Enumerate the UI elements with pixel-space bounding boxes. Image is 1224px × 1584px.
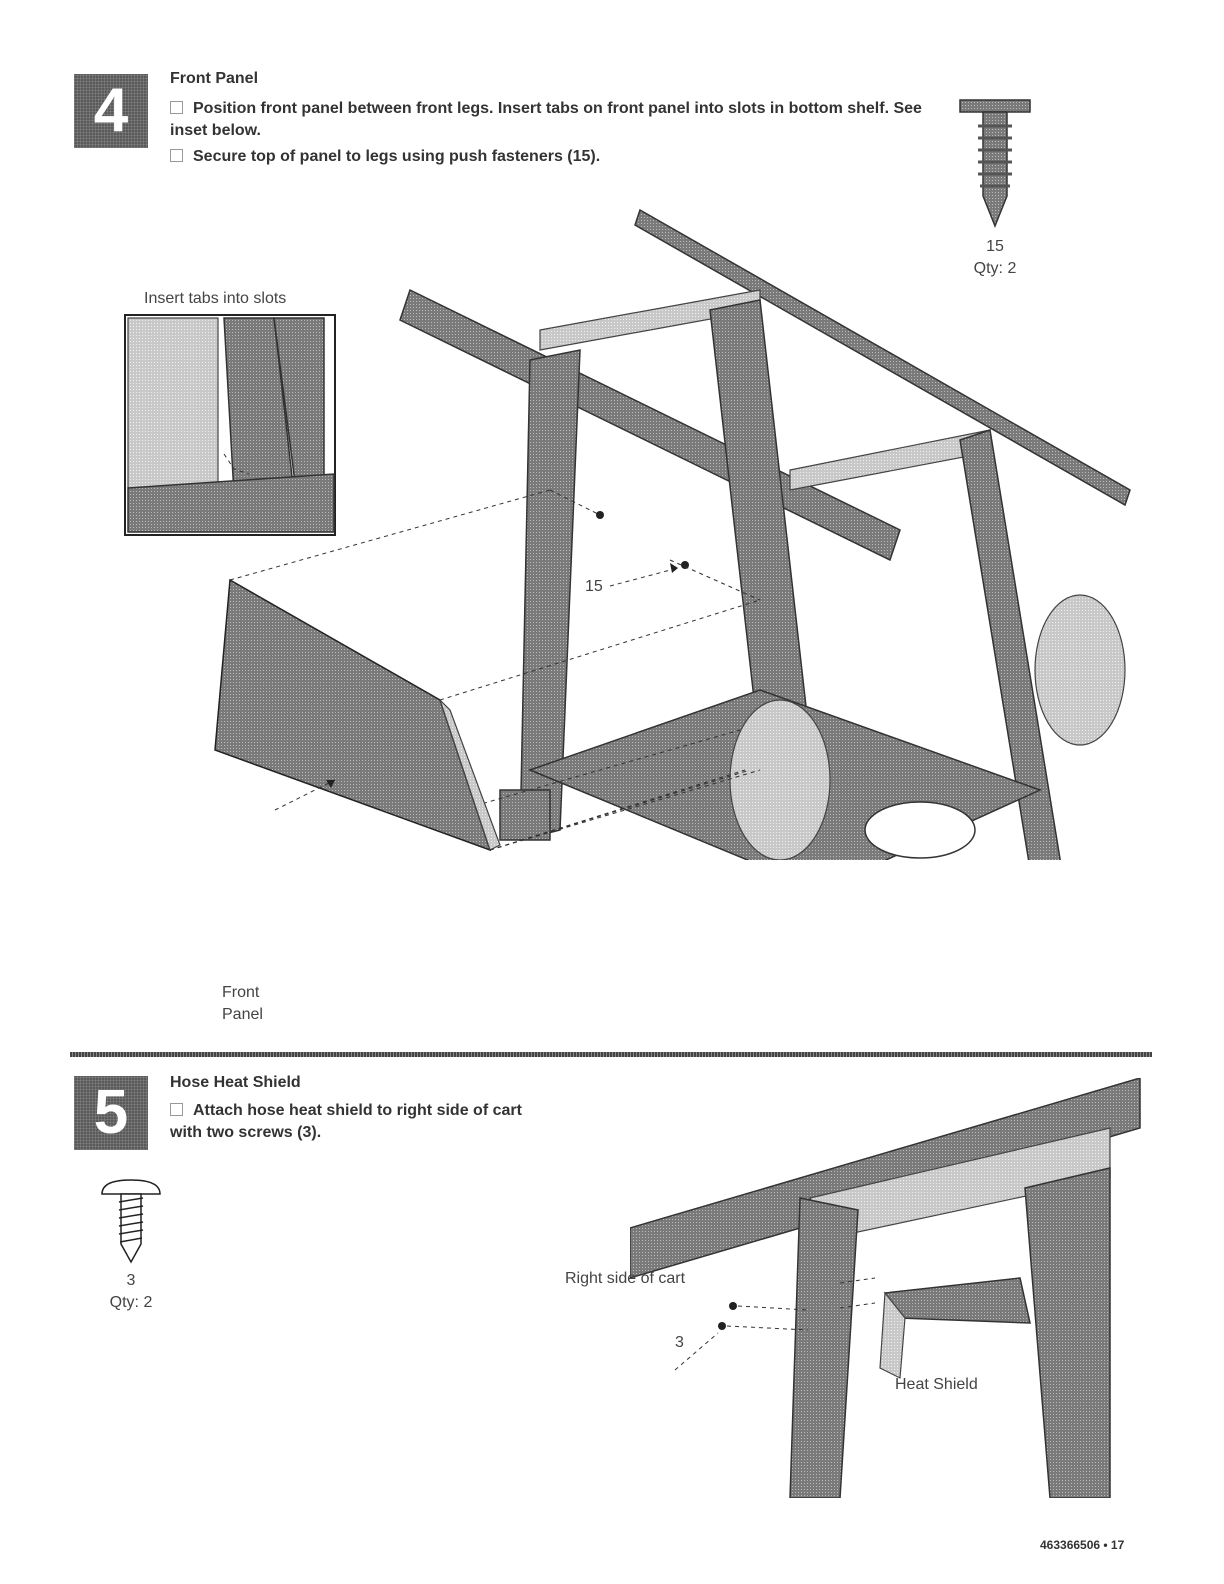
- step-4-instruction-1: Position front panel between front legs.…: [170, 100, 922, 139]
- screw-icon: [101, 1179, 161, 1264]
- push-fastener-icon: [959, 99, 1031, 229]
- part-15-number: 15: [986, 238, 1004, 255]
- heat-shield-illustration: [630, 1078, 1141, 1498]
- step-5-title: Hose Heat Shield: [170, 1074, 301, 1091]
- checkbox-icon[interactable]: [170, 1103, 183, 1116]
- checkbox-icon[interactable]: [170, 149, 183, 162]
- inset-tabs-slots-illustration: [124, 314, 336, 536]
- step-4-instruction-2: Secure top of panel to legs using push f…: [170, 146, 930, 168]
- front-panel-label-line2: Panel: [222, 1006, 263, 1023]
- heat-shield-label: Heat Shield: [895, 1376, 978, 1393]
- right-side-of-cart-label: Right side of cart: [565, 1270, 686, 1287]
- cart-assembly-illustration: [214, 208, 1131, 860]
- step-4-title: Front Panel: [170, 70, 259, 87]
- step-5-instruction-1: Attach hose heat shield to right side of…: [170, 1102, 522, 1141]
- front-panel-label-line1: Front: [222, 984, 260, 1001]
- inset-label: Insert tabs into slots: [144, 290, 287, 307]
- part-3-qty: Qty: 2: [109, 1294, 153, 1311]
- fastener-15-callout: 15: [585, 578, 603, 595]
- section-divider: [70, 1052, 1152, 1057]
- checkbox-icon[interactable]: [170, 101, 183, 114]
- step-5-badge: 5: [74, 1076, 148, 1150]
- screw-3-callout: 3: [675, 1334, 684, 1351]
- part-15-qty: Qty: 2: [973, 260, 1017, 277]
- part-3-number: 3: [126, 1272, 136, 1289]
- page-reference: 463366506 • 17: [1040, 1538, 1125, 1552]
- step-4-badge: 4: [74, 74, 148, 148]
